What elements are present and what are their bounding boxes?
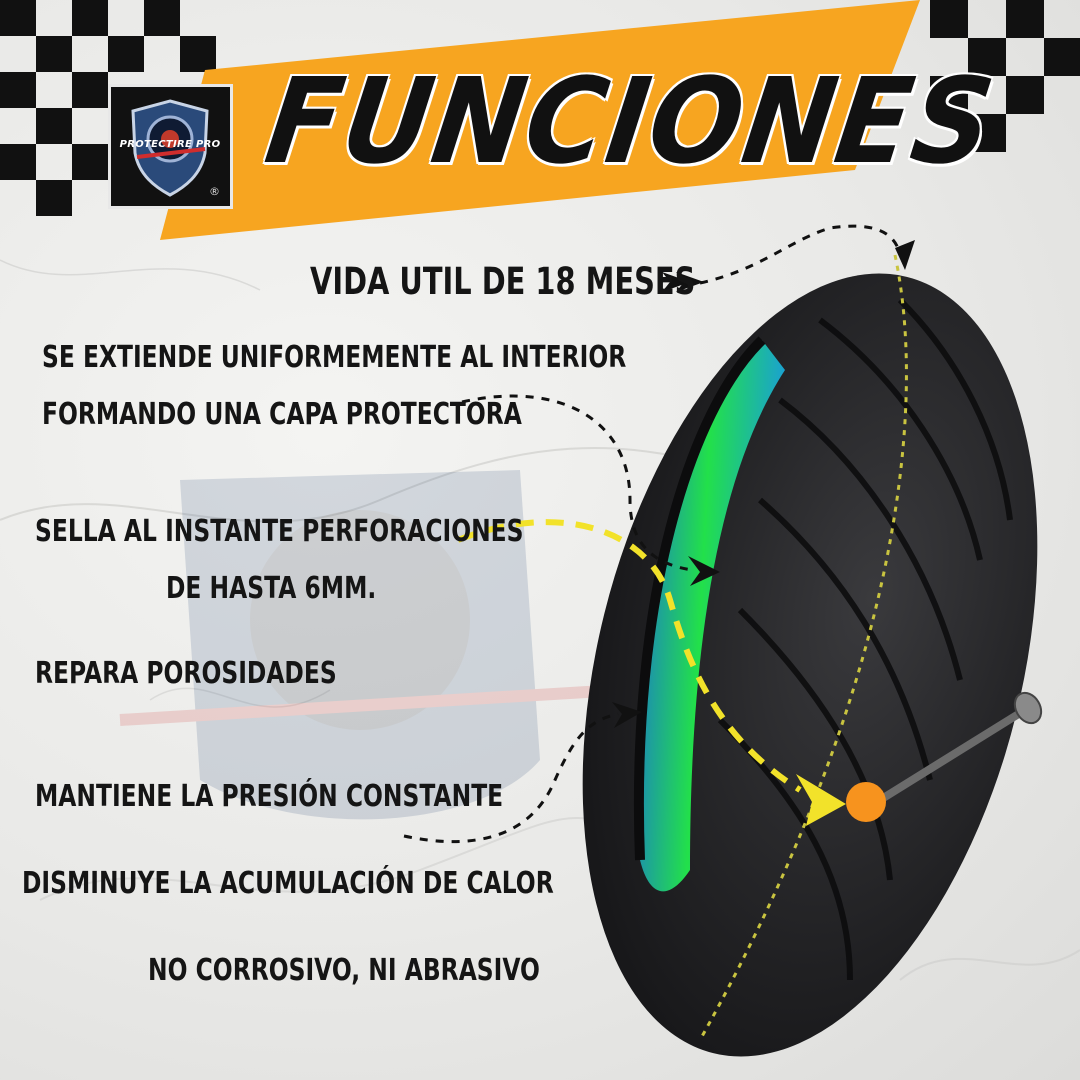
feature-sella-1: SELLA AL INSTANTE PERFORACIONES [35,514,524,549]
feature-calor: DISMINUYE LA ACUMULACIÓN DE CALOR [22,866,554,901]
logo-registered-mark: ® [209,185,220,198]
feature-repara: REPARA POROSIDADES [35,656,337,691]
puncture-dot [846,782,886,822]
feature-corrosivo: NO CORROSIVO, NI ABRASIVO [148,953,540,988]
feature-sella-2: DE HASTA 6MM. [166,571,377,606]
title-banner [160,0,920,240]
feature-presion: MANTIENE LA PRESIÓN CONSTANTE [35,779,504,814]
feature-se-extiende-1: SE EXTIENDE UNIFORMEMENTE AL INTERIOR [42,340,627,375]
checkered-flag-left [0,0,216,216]
arrow-sella [456,519,802,793]
tire [582,254,1038,1057]
chevron-right-icon [662,272,690,292]
nail [876,691,1043,804]
feature-se-extiende-2: FORMANDO UNA CAPA PROTECTORA [42,397,522,432]
arrow-sella-head [796,774,846,826]
shield-icon [131,99,209,197]
chevron-right-icon-2 [676,272,704,292]
arrow-presion [403,712,619,844]
arrow-se-extiende [461,394,693,572]
brand-logo: PROTECTIRE PRO ® [108,84,233,209]
feature-vida-util: VIDA UTIL DE 18 MESES [310,260,696,303]
logo-brand-name: PROTECTIRE PRO [119,139,221,150]
checkered-flag-right [930,0,1080,152]
